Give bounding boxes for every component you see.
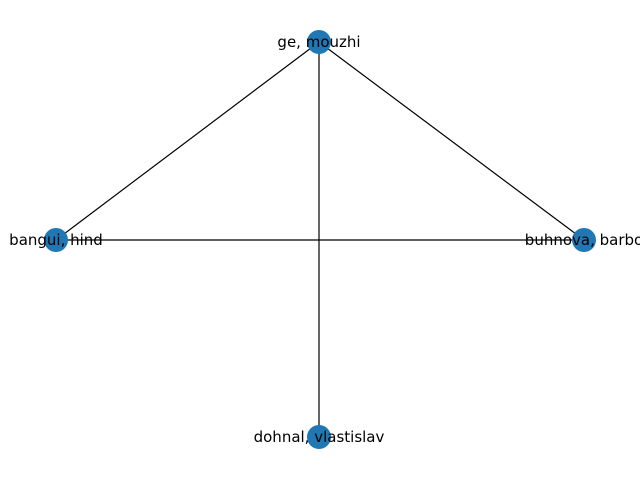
node-label-bangui: bangui, hind [9,231,103,249]
node-label-dohnal: dohnal, vlastislav [254,428,385,446]
node-ge [307,30,331,54]
node-dohnal [307,425,331,449]
labels-layer: ge, mouzhi bangui, hind buhnova, barbo dohn… [9,33,640,446]
edges-layer [55,41,585,437]
node-label-ge: ge, mouzhi [277,33,360,51]
node-buhnova [572,228,596,252]
nodes-layer [44,30,596,449]
edge-ge-bangui [55,41,320,241]
edge-ge-buhnova [318,41,585,241]
node-label-buhnova: buhnova, barbo [525,231,640,249]
node-bangui [44,228,68,252]
